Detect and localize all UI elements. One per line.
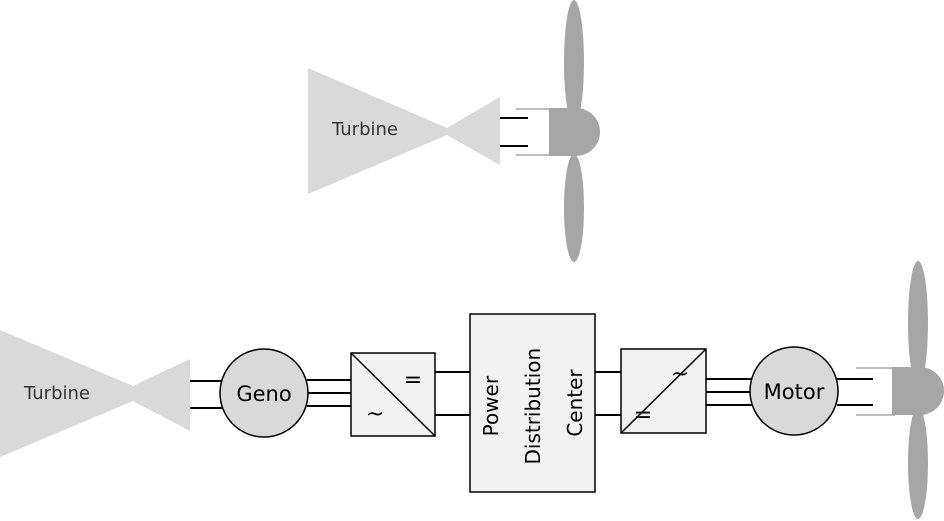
rectifier-dc-symbol: = — [404, 368, 422, 393]
top-direct-drive: Turbine — [308, 0, 600, 262]
motor-label: Motor — [764, 380, 825, 404]
bottom-propeller-blade-lower — [908, 407, 928, 519]
pdc-label-line-1: Power — [479, 375, 503, 436]
rectifier-diagonal — [350, 352, 436, 437]
top-propeller-blade-upper — [564, 0, 584, 124]
bottom-propeller-blade-upper — [908, 261, 928, 385]
power-distribution-center-box — [469, 313, 596, 493]
bottom-turbine-label: Turbine — [23, 383, 90, 404]
inverter-dc-symbol: = — [634, 403, 652, 428]
motor-circle — [749, 346, 839, 436]
top-propeller-blade-lower — [564, 154, 584, 262]
inverter-diagonal — [620, 348, 707, 434]
inverter-ac-symbol: ~ — [671, 362, 689, 387]
top-propeller-hub — [549, 108, 600, 156]
bottom-turbine-shape — [0, 330, 190, 457]
top-turbine-label: Turbine — [331, 119, 398, 140]
pdc-label-line-2: Distribution — [521, 348, 545, 465]
pdc-label: Power Distribution Center — [479, 341, 587, 464]
bottom-electric-drive: Turbine Geno = ~ Power Distribution Cent… — [0, 261, 944, 519]
top-turbine-shape — [308, 68, 500, 194]
bottom-propeller-hub — [892, 367, 944, 415]
rectifier-ac-symbol: ~ — [366, 402, 384, 427]
generator-label: Geno — [236, 382, 291, 406]
pdc-label-line-3: Center — [563, 369, 587, 437]
